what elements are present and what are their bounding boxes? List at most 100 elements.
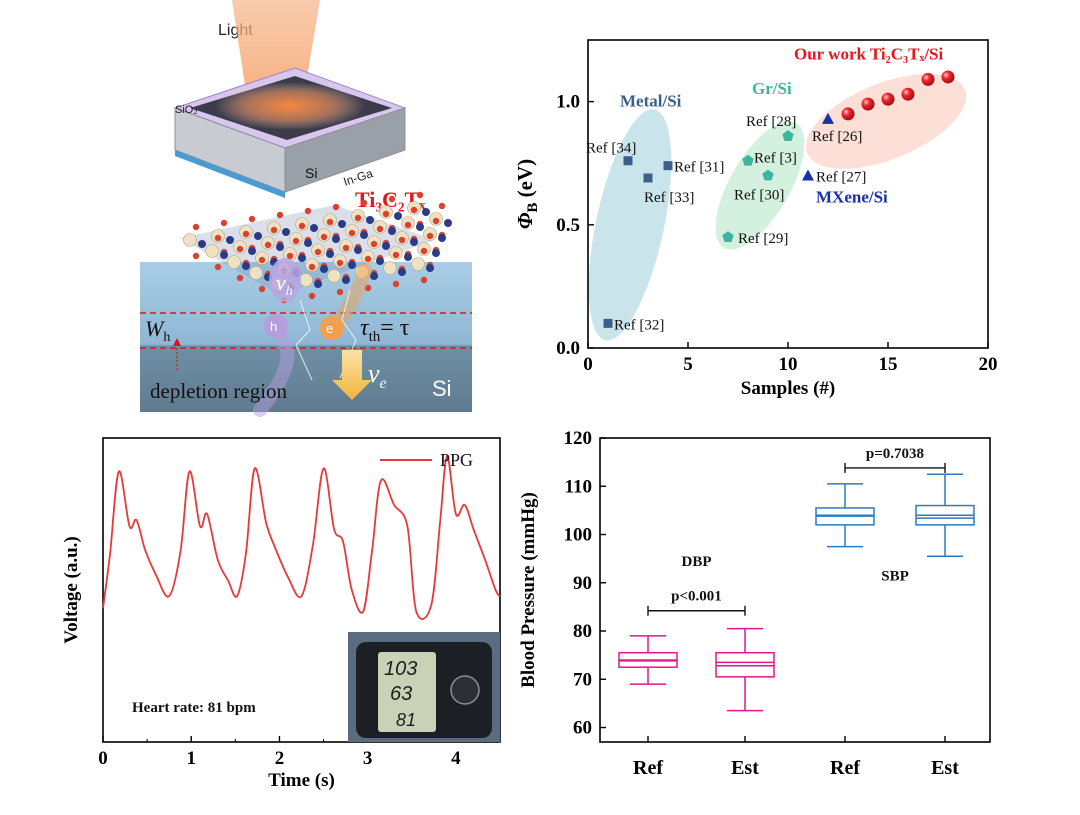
lattice-atom-c bbox=[198, 240, 206, 248]
lattice-atom-o bbox=[332, 203, 340, 211]
p-value-sbp: p=0.7038 bbox=[866, 446, 924, 462]
monitor-button-icon bbox=[450, 675, 480, 705]
lattice-atom-ti bbox=[249, 266, 263, 280]
lattice-atom-c bbox=[416, 223, 424, 231]
ve-label: ve bbox=[368, 359, 387, 392]
lattice-atom-o bbox=[388, 195, 396, 203]
our-work-point bbox=[861, 97, 875, 111]
lattice-atom-o bbox=[336, 259, 344, 267]
ref-label: Ref [28] bbox=[746, 114, 796, 130]
lattice-atom-c bbox=[388, 227, 396, 235]
x-tick-label: 5 bbox=[683, 354, 693, 375]
x-tick-label: 0 bbox=[98, 748, 108, 769]
lattice-atom-c bbox=[360, 231, 368, 239]
lattice-atom-o bbox=[360, 199, 368, 207]
hole-trail bbox=[253, 333, 295, 417]
lattice-atom-ti bbox=[383, 261, 397, 275]
ve-arrow bbox=[332, 350, 372, 400]
gr-si-point bbox=[722, 231, 734, 242]
bp-frame bbox=[599, 437, 991, 743]
lattice-atom-o bbox=[308, 263, 316, 271]
y-tick-label: 1.0 bbox=[556, 92, 580, 113]
y-tick-label: 0.0 bbox=[556, 338, 580, 359]
lattice-atom-o bbox=[264, 241, 272, 249]
ref-label: Ref [32] bbox=[614, 317, 664, 333]
x-tick-label: 10 bbox=[779, 354, 798, 375]
ppg-series-line bbox=[102, 455, 501, 620]
group-label-dbp: DBP bbox=[682, 554, 712, 570]
y-tick-label: 90 bbox=[573, 573, 592, 594]
lcd-reading-pulse: 81 bbox=[396, 710, 416, 730]
x-tick-label: 1 bbox=[186, 748, 196, 769]
lcd-reading-dia: 63 bbox=[390, 683, 412, 705]
lattice-atom-ti bbox=[227, 255, 241, 269]
ref-label: Ref [33] bbox=[644, 190, 694, 206]
lattice-atom-o-bottom bbox=[258, 285, 266, 293]
x-tick-label: Ref bbox=[633, 757, 663, 779]
lattice-atom-o bbox=[342, 244, 350, 252]
scatter-y-label: ΦB (eV) bbox=[513, 159, 541, 229]
group-label-our-work: Our work Ti₂C₃Tₓ/Si bbox=[794, 45, 943, 64]
group-label-gr-si: Gr/Si bbox=[752, 79, 792, 98]
lattice-atom-o-bottom bbox=[192, 252, 200, 260]
lattice-atom-c bbox=[410, 238, 418, 246]
lattice-atom-o bbox=[192, 223, 200, 231]
lattice-atom-o bbox=[398, 236, 406, 244]
lattice-atom-c bbox=[276, 243, 284, 251]
lattice-atom-o bbox=[410, 206, 418, 214]
y-tick-label: 70 bbox=[573, 669, 592, 690]
x-tick-label: Est bbox=[731, 757, 759, 779]
gr-si-point bbox=[782, 130, 794, 141]
mxene-lattice bbox=[180, 191, 452, 304]
lattice-atom-o bbox=[320, 233, 328, 241]
mxene-si-point bbox=[822, 112, 834, 124]
x-tick-label: 15 bbox=[879, 354, 898, 375]
lattice-atom-c bbox=[314, 280, 322, 288]
wh-arrow-head bbox=[173, 338, 181, 346]
lattice-atom-o bbox=[432, 217, 440, 225]
hole-particle bbox=[264, 314, 288, 338]
lattice-atom-ti bbox=[183, 233, 197, 247]
lattice-atom-o bbox=[220, 219, 228, 227]
y-tick-label: 110 bbox=[565, 476, 592, 497]
x-tick-label: Ref bbox=[830, 757, 860, 779]
lattice-atom-o bbox=[370, 240, 378, 248]
lattice-atom-c bbox=[342, 276, 350, 284]
gr-si-point bbox=[742, 154, 754, 166]
lattice-atom-o bbox=[314, 248, 322, 256]
mxene-si-point bbox=[802, 169, 814, 181]
group-label-metal-si: Metal/Si bbox=[620, 92, 682, 111]
group-label-sbp: SBP bbox=[881, 568, 909, 584]
lattice-atom-o-bottom bbox=[420, 276, 428, 284]
our-work-point bbox=[841, 107, 855, 121]
lattice-atom-c bbox=[404, 253, 412, 261]
ref-label: Ref [29] bbox=[738, 231, 788, 247]
ref-label: Ref [31] bbox=[674, 160, 724, 176]
ref-label: Ref [27] bbox=[816, 170, 866, 186]
lattice-atom-o-bottom bbox=[214, 263, 222, 271]
lattice-atom-c bbox=[326, 250, 334, 258]
y-tick-label: 120 bbox=[564, 428, 593, 449]
scatter-x-label: Samples (#) bbox=[741, 378, 835, 399]
lattice-atom-c bbox=[304, 239, 312, 247]
ref-label: Ref [30] bbox=[734, 188, 784, 204]
bp-monitor-inset: 103 63 81 bbox=[348, 632, 500, 742]
si-substrate-label: Si bbox=[432, 376, 452, 401]
lattice-atom-c bbox=[254, 232, 262, 240]
ref-label: Ref [3] bbox=[754, 151, 797, 167]
x-tick-label: 4 bbox=[451, 748, 461, 769]
lattice-atom-o bbox=[426, 232, 434, 240]
lattice-atom-o bbox=[236, 245, 244, 253]
lattice-atom-c bbox=[298, 254, 306, 262]
lattice-atom-o bbox=[286, 252, 294, 260]
bp-y-label: Blood Pressure (mmHg) bbox=[518, 492, 539, 688]
lattice-atom-o bbox=[376, 225, 384, 233]
group-label-mxene-si: MXene/Si bbox=[816, 188, 888, 207]
ref-label: Ref [34] bbox=[586, 141, 636, 157]
lattice-atom-c bbox=[354, 246, 362, 254]
x-tick-label: 20 bbox=[979, 354, 998, 375]
lattice-atom-c bbox=[320, 265, 328, 273]
ppg-frame bbox=[102, 437, 501, 743]
